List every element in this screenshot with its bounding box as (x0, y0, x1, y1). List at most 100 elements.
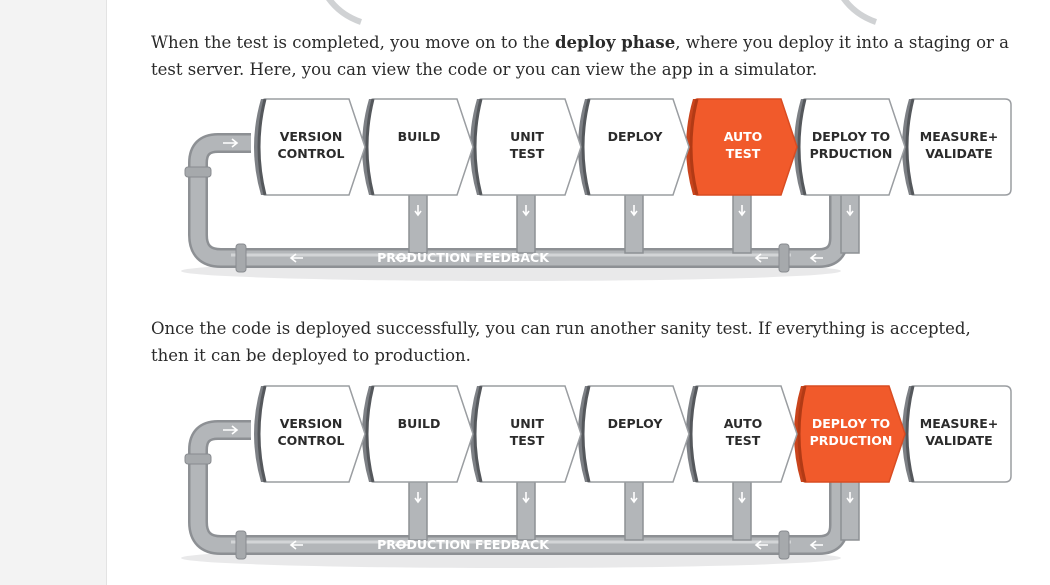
stage-label-line2: TEST (726, 433, 761, 448)
down-arrow (630, 205, 638, 217)
production-feedback-label: PRODUCTION FEEDBACK (377, 250, 550, 265)
stage-measure-validate: MEASURE+ VALIDATE (902, 98, 1012, 196)
stage-body (582, 385, 690, 483)
feedback-pipe (190, 422, 847, 553)
stage-build: BUILD (362, 385, 474, 483)
stage-deploy-to-prduction: DEPLOY TO PRDUCTION (794, 385, 906, 483)
stage-label-line2: VALIDATE (925, 146, 992, 161)
stage-label-line1: AUTO (724, 129, 763, 144)
connector-pipe (840, 479, 860, 541)
down-arrow (738, 492, 746, 504)
connector-pipe (516, 479, 536, 541)
pipeline-diagram-auto-test: PRODUCTION FEEDBACK MEASURE+ VALIDATE DEPLO… (151, 93, 1012, 293)
stage-build: BUILD (362, 98, 474, 196)
feedback-pipe (190, 135, 847, 266)
pipeline-diagram-deploy-production: PRODUCTION FEEDBACK MEASURE+ VALIDATE DEPLO… (151, 380, 1012, 580)
pipe-joint (778, 243, 790, 273)
stage-label-line1: BUILD (398, 416, 441, 431)
stage-label-line1: DEPLOY TO (812, 129, 890, 144)
down-arrow (846, 492, 854, 504)
article-content: When the test is completed, you move on … (106, 0, 1050, 585)
pipe-joint (235, 530, 247, 560)
down-arrow (846, 205, 854, 217)
left-arrow (394, 540, 408, 550)
down-arrow (522, 492, 530, 504)
stage-body (366, 98, 474, 196)
down-arrow (630, 492, 638, 504)
stage-label-line2: TEST (726, 146, 761, 161)
stage-version-control: VERSION CONTROL (254, 98, 366, 196)
stage-label-line1: BUILD (398, 129, 441, 144)
left-arrow (754, 253, 768, 263)
right-arrow (223, 425, 239, 435)
pipe-joint (235, 243, 247, 273)
stage-curve (905, 98, 915, 196)
right-arrow (223, 138, 239, 148)
stage-auto-test: AUTO TEST (686, 385, 798, 483)
stage-label-line1: AUTO (724, 416, 763, 431)
stage-curve (257, 98, 267, 196)
stage-deploy: DEPLOY (578, 98, 690, 196)
connector-pipe (732, 479, 752, 541)
stage-unit-test: UNIT TEST (470, 385, 582, 483)
connector-pipe (624, 192, 644, 254)
down-arrow (738, 205, 746, 217)
stage-label-line2: TEST (510, 146, 545, 161)
stage-auto-test: AUTO TEST (686, 98, 798, 196)
stage-curve (905, 385, 915, 483)
stage-label-line2: TEST (510, 433, 545, 448)
stage-label-line1: DEPLOY (608, 129, 664, 144)
stage-curve (473, 385, 483, 483)
down-arrow (414, 205, 422, 217)
stage-curve (797, 98, 807, 196)
stage-label-line1: MEASURE+ (920, 129, 998, 144)
stage-label-line2: PRDUCTION (810, 433, 893, 448)
connector-pipe (732, 192, 752, 254)
stage-label-line1: DEPLOY (608, 416, 664, 431)
paragraph-deploy-production: Once the code is deployed successfully, … (151, 319, 971, 365)
left-arrow (394, 253, 408, 263)
stage-curve (797, 385, 807, 483)
stage-curve (581, 385, 591, 483)
production-feedback-label: PRODUCTION FEEDBACK (377, 537, 550, 552)
paragraph-deploy-phase: When the test is completed, you move on … (151, 33, 1009, 79)
connector-pipe (624, 479, 644, 541)
stage-label-line1: UNIT (510, 416, 544, 431)
connector-pipe (408, 479, 428, 541)
stage-curve (365, 98, 375, 196)
connector-pipe (840, 192, 860, 254)
stage-measure-validate: MEASURE+ VALIDATE (902, 385, 1012, 483)
stage-curve (365, 385, 375, 483)
stage-curve (581, 98, 591, 196)
left-arrow (289, 253, 303, 263)
stage-curve (689, 385, 699, 483)
down-arrow (414, 492, 422, 504)
connector-pipe (408, 192, 428, 254)
left-arrow (809, 253, 823, 263)
previous-diagram-fragment (326, 0, 878, 25)
stage-label-line2: CONTROL (277, 433, 344, 448)
left-arrow (754, 540, 768, 550)
stage-label-line2: VALIDATE (925, 433, 992, 448)
stage-curve (473, 98, 483, 196)
stage-body (366, 385, 474, 483)
stage-label-line2: CONTROL (277, 146, 344, 161)
stage-deploy-to-prduction: DEPLOY TO PRDUCTION (794, 98, 906, 196)
down-arrow (522, 205, 530, 217)
stage-curve (689, 98, 699, 196)
connector-pipe (516, 192, 536, 254)
left-arrow (289, 540, 303, 550)
stage-label-line1: MEASURE+ (920, 416, 998, 431)
stage-curve (257, 385, 267, 483)
stage-deploy: DEPLOY (578, 385, 690, 483)
left-arrow (809, 540, 823, 550)
stage-label-line1: VERSION (280, 416, 343, 431)
pipe-joint (184, 166, 212, 178)
stage-label-line1: VERSION (280, 129, 343, 144)
stage-label-line1: DEPLOY TO (812, 416, 890, 431)
stage-label-line2: PRDUCTION (810, 146, 893, 161)
stage-body (582, 98, 690, 196)
stage-version-control: VERSION CONTROL (254, 385, 366, 483)
pipe-joint (184, 453, 212, 465)
